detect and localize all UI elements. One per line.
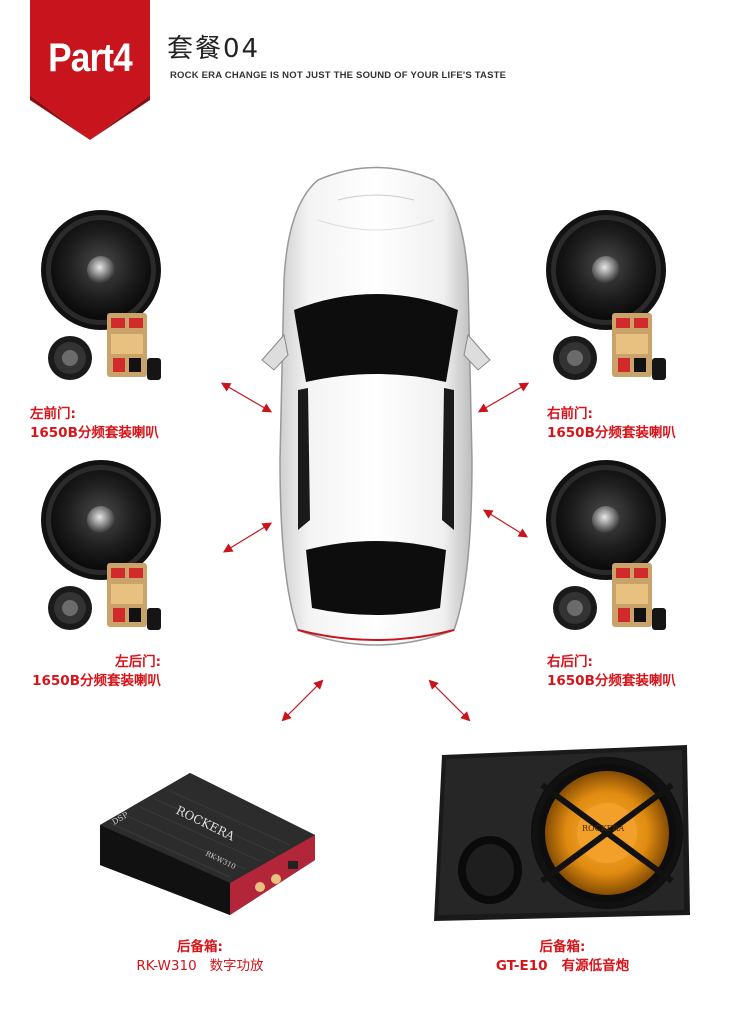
front-left-model: 1650B分频套装喇叭 xyxy=(30,425,159,441)
label-front-right: 右前门: 1650B分频套装喇叭 xyxy=(547,405,676,443)
front-left-position: 左前门: xyxy=(30,406,76,422)
label-front-left: 左前门: 1650B分频套装喇叭 xyxy=(30,405,159,443)
amplifier-position: 后备箱: xyxy=(177,939,223,955)
sub-brand-mark: ROCKERA xyxy=(582,824,625,833)
front-right-position: 右前门: xyxy=(547,406,593,422)
badge-label: Part4 xyxy=(48,36,133,80)
rear-right-model: 1650B分频套装喇叭 xyxy=(547,673,676,689)
amplifier-desc: 数字功放 xyxy=(209,958,264,974)
amplifier-image: ROCKERA DSP RK-W310 xyxy=(100,773,315,915)
rear-left-position: 左后门: xyxy=(115,654,161,670)
page-subtitle: ROCK ERA CHANGE IS NOT JUST THE SOUND OF… xyxy=(170,70,507,81)
page-title: 套餐04 xyxy=(167,34,261,64)
label-amplifier: 后备箱: RK-W310 数字功放 xyxy=(80,938,320,976)
amplifier-model: RK-W310 xyxy=(136,958,197,974)
subwoofer-position: 后备箱: xyxy=(539,939,586,955)
car-top-view xyxy=(261,166,491,646)
rear-left-model: 1650B分频套装喇叭 xyxy=(32,673,161,689)
label-rear-left: 左后门: 1650B分频套装喇叭 xyxy=(30,653,161,691)
label-subwoofer: 后备箱: GT-E10 有源低音炮 xyxy=(440,938,685,976)
subwoofer-model: GT-E10 xyxy=(495,958,548,974)
subwoofer-image: ROCKERA xyxy=(434,745,690,921)
rear-right-position: 右后门: xyxy=(547,654,593,670)
label-rear-right: 右后门: 1650B分频套装喇叭 xyxy=(547,653,676,691)
front-right-model: 1650B分频套装喇叭 xyxy=(547,425,676,441)
subwoofer-desc: 有源低音炮 xyxy=(561,958,630,974)
part-badge xyxy=(30,0,150,140)
